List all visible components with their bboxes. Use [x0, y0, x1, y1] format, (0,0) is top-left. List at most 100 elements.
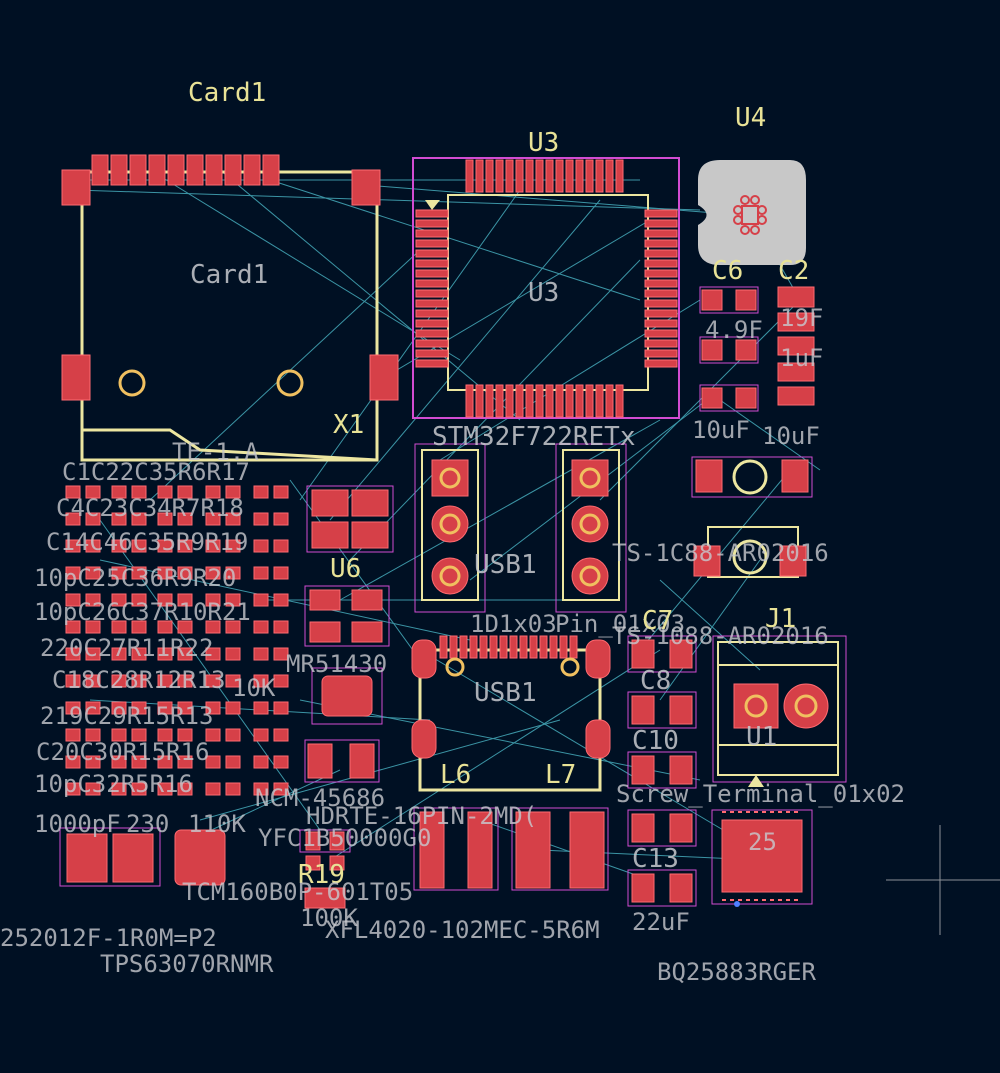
u3-pad-left[interactable] [415, 269, 449, 278]
passive-pad[interactable] [273, 755, 289, 769]
u3-pad-left[interactable] [415, 349, 449, 358]
passive-pad[interactable] [273, 701, 289, 715]
inductors[interactable] [413, 807, 609, 891]
u3-pad-bottom[interactable] [575, 384, 584, 418]
u3-pad-top[interactable] [515, 159, 524, 193]
card1-pad[interactable] [167, 154, 185, 186]
u3-pad-top[interactable] [465, 159, 474, 193]
u3-pad-right[interactable] [644, 309, 678, 318]
u3-pad-right[interactable] [644, 259, 678, 268]
passive-pad[interactable] [205, 755, 221, 769]
passive-pad[interactable] [253, 782, 269, 796]
passive-pad[interactable] [111, 728, 127, 742]
passive-pad[interactable] [111, 539, 127, 553]
passive-pad[interactable] [85, 674, 101, 688]
passive-pad[interactable] [205, 782, 221, 796]
u3-pad-top[interactable] [575, 159, 584, 193]
j1-footprint[interactable] [712, 635, 847, 787]
u3-pad-left[interactable] [415, 209, 449, 218]
u3-pad-bottom[interactable] [605, 384, 614, 418]
card1-pad[interactable] [205, 154, 223, 186]
passive-pad[interactable] [85, 593, 101, 607]
card1-pad[interactable] [148, 154, 166, 186]
usb-pad[interactable] [489, 635, 498, 659]
passive-pad[interactable] [131, 593, 147, 607]
u3-pad-bottom[interactable] [565, 384, 574, 418]
usb-pad[interactable] [449, 635, 458, 659]
passive-pad[interactable] [205, 674, 221, 688]
passive-pad[interactable] [253, 566, 269, 580]
usb-pad[interactable] [549, 635, 558, 659]
passive-pad[interactable] [273, 674, 289, 688]
passive-pad[interactable] [65, 485, 81, 499]
passive-pad[interactable] [65, 755, 81, 769]
passive-pad[interactable] [85, 755, 101, 769]
passive-pad[interactable] [131, 728, 147, 742]
passive-pad[interactable] [85, 539, 101, 553]
passive-pad[interactable] [273, 539, 289, 553]
passive-pad[interactable] [157, 674, 173, 688]
passive-pad[interactable] [205, 593, 221, 607]
u3-pad-bottom[interactable] [595, 384, 604, 418]
passive-pad[interactable] [253, 647, 269, 661]
passive-pad[interactable] [111, 620, 127, 634]
passive-pad[interactable] [273, 485, 289, 499]
u3-pad-top[interactable] [495, 159, 504, 193]
passive-pad[interactable] [65, 620, 81, 634]
passive-pad[interactable] [111, 755, 127, 769]
passive-pad[interactable] [111, 701, 127, 715]
passive-pad[interactable] [65, 674, 81, 688]
usb-pad[interactable] [509, 635, 518, 659]
passive-pad[interactable] [131, 755, 147, 769]
passive-grid[interactable] [65, 485, 289, 796]
passive-pad[interactable] [273, 728, 289, 742]
passive-pad[interactable] [205, 620, 221, 634]
passive-pad[interactable] [157, 593, 173, 607]
passive-pad[interactable] [65, 728, 81, 742]
u3-pad-bottom[interactable] [555, 384, 564, 418]
passive-pad[interactable] [177, 701, 193, 715]
passive-pad[interactable] [85, 512, 101, 526]
passive-pad[interactable] [253, 674, 269, 688]
passive-pad[interactable] [111, 782, 127, 796]
usb-pad[interactable] [469, 635, 478, 659]
u3-pad-left[interactable] [415, 239, 449, 248]
passive-pad[interactable] [225, 674, 241, 688]
qfn-bq25883[interactable] [711, 809, 813, 907]
card1-pad[interactable] [110, 154, 128, 186]
u3-pad-left[interactable] [415, 359, 449, 368]
switch-footprints[interactable] [691, 456, 813, 578]
u3-pad-top[interactable] [585, 159, 594, 193]
passive-pad[interactable] [157, 728, 173, 742]
u3-pad-left[interactable] [415, 289, 449, 298]
passive-pad[interactable] [225, 755, 241, 769]
passive-pad[interactable] [85, 647, 101, 661]
usb-pad[interactable] [459, 635, 468, 659]
passive-pad[interactable] [131, 620, 147, 634]
passive-pad[interactable] [177, 485, 193, 499]
u3-pad-top[interactable] [605, 159, 614, 193]
passive-pad[interactable] [177, 566, 193, 580]
usb-pad[interactable] [439, 635, 448, 659]
u3-pad-left[interactable] [415, 329, 449, 338]
u3-pad-right[interactable] [644, 229, 678, 238]
passive-pad[interactable] [253, 701, 269, 715]
passive-pad[interactable] [85, 620, 101, 634]
passive-pad[interactable] [111, 485, 127, 499]
passive-pad[interactable] [177, 674, 193, 688]
u3-pad-left[interactable] [415, 229, 449, 238]
passive-pad[interactable] [65, 647, 81, 661]
passive-pad[interactable] [273, 593, 289, 607]
passive-pad[interactable] [177, 512, 193, 526]
u3-pad-left[interactable] [415, 259, 449, 268]
passive-pad[interactable] [177, 647, 193, 661]
passive-pad[interactable] [225, 593, 241, 607]
usb-pad[interactable] [519, 635, 528, 659]
card1-footprint[interactable] [61, 154, 399, 462]
u3-pad-bottom[interactable] [585, 384, 594, 418]
passive-pad[interactable] [131, 539, 147, 553]
u3-pad-right[interactable] [644, 219, 678, 228]
passive-pad[interactable] [131, 701, 147, 715]
pin-headers[interactable] [414, 443, 627, 613]
